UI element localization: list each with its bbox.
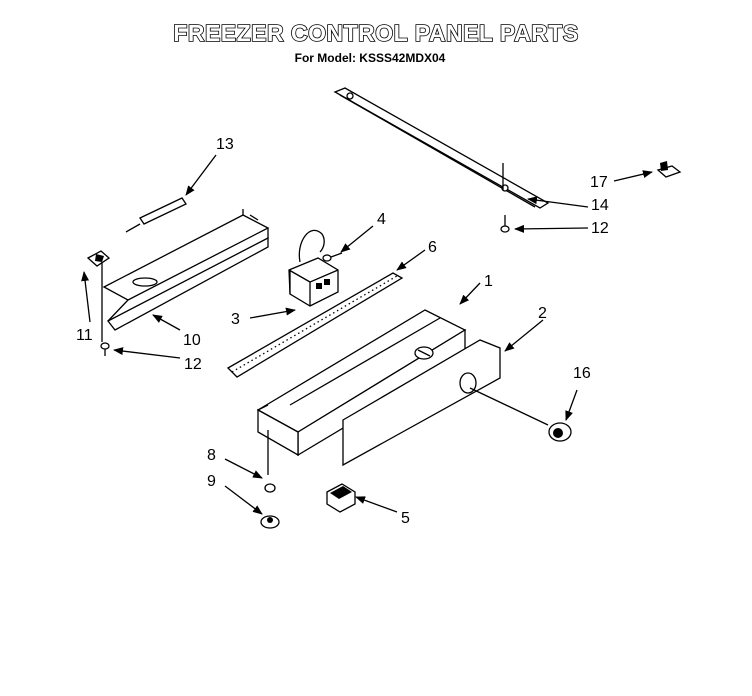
- callout-13: 13: [216, 136, 234, 153]
- callout-2: 2: [538, 305, 547, 322]
- part-3-thermostat: [288, 229, 339, 307]
- callout-9: 9: [207, 473, 216, 490]
- leader-arrows: [81, 154, 653, 515]
- part-2-overlay: [342, 339, 549, 467]
- part-8-screw: [264, 430, 276, 493]
- part-12-screw-lower: [100, 342, 110, 356]
- callout-12-lower: 12: [184, 356, 202, 373]
- diagram-title: FREEZER CONTROL PANEL PARTS: [172, 19, 579, 47]
- callout-14: 14: [591, 197, 609, 214]
- part-4-screw: [322, 252, 343, 262]
- part-1-housing: [256, 309, 467, 457]
- callout-17: 17: [590, 174, 608, 191]
- callout-3: 3: [231, 311, 240, 328]
- part-9-nut: [260, 515, 280, 529]
- part-17-clip: [656, 161, 682, 178]
- callout-12-upper: 12: [591, 220, 609, 237]
- part-14-rail: [333, 87, 550, 209]
- callout-5: 5: [401, 510, 410, 527]
- part-11-clip: [86, 250, 111, 342]
- part-16-knob: [548, 422, 572, 442]
- callout-1: 1: [484, 273, 493, 290]
- model-subtitle: For Model: KSSS42MDX04: [294, 51, 446, 65]
- part-6-strip: [226, 272, 404, 378]
- part-10-bracket: [102, 209, 270, 331]
- part-12-screw-upper: [500, 215, 510, 233]
- callout-6: 6: [428, 239, 437, 256]
- callout-8: 8: [207, 447, 216, 464]
- callout-4: 4: [377, 211, 386, 228]
- callout-10: 10: [183, 332, 201, 349]
- part-5-switch: [326, 483, 356, 513]
- part-13-tube: [125, 197, 187, 233]
- callout-16: 16: [573, 365, 591, 382]
- callout-labels: 13 17 14 12 4 6 1 2 3 11 10 12 16 8 9 5: [76, 136, 609, 527]
- callout-11: 11: [76, 327, 93, 344]
